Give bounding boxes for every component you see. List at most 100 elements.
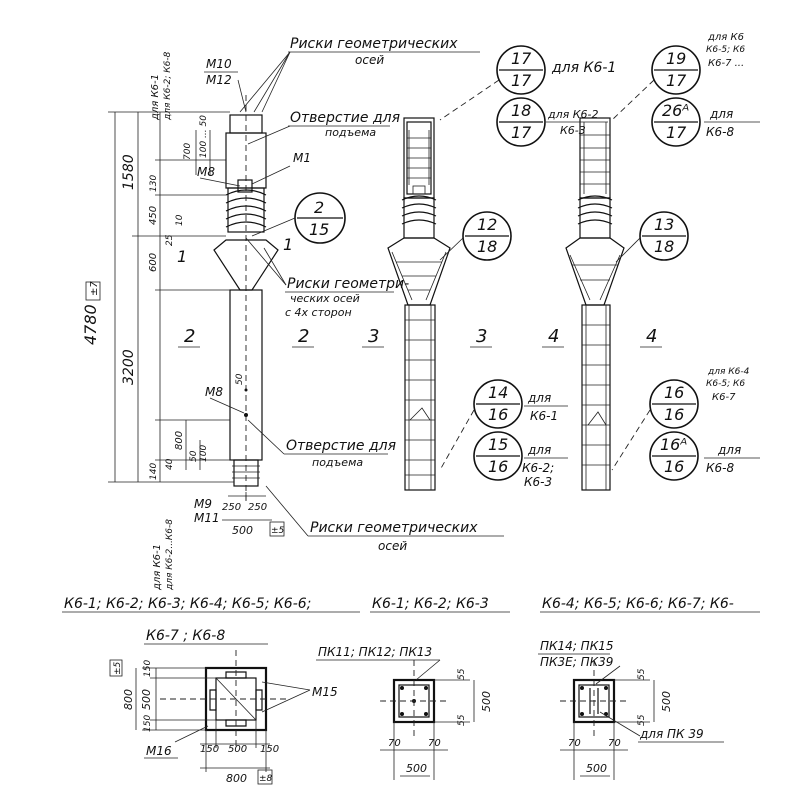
svg-text:19: 19 bbox=[666, 49, 686, 68]
callouts: Риски геометрических осей Отверстие для … bbox=[239, 36, 504, 553]
section3-labels: ПК14; ПК15 ПК3Е; ПК39 55 55 500 70 70 50… bbox=[538, 639, 724, 775]
label-b26a: для bbox=[709, 107, 733, 121]
svg-text:15: 15 bbox=[488, 435, 508, 454]
section-3-left: 3 bbox=[368, 326, 379, 347]
callout-risks-bottom-b: осей bbox=[378, 539, 407, 553]
callout-hole-mid-b: подъема bbox=[312, 456, 363, 469]
dim-250b: 250 bbox=[248, 502, 267, 513]
dim-4780-mark: ±7 bbox=[89, 281, 100, 296]
svg-text:17: 17 bbox=[666, 71, 687, 90]
sec1-150a: 150 bbox=[143, 660, 153, 677]
sec2-w500: 500 bbox=[406, 762, 427, 775]
dim-25: 25 bbox=[165, 234, 175, 246]
section-pk11-pk13 bbox=[380, 659, 475, 780]
bubble-19-17: 19 17 bbox=[611, 45, 701, 121]
sec3-70b: 70 bbox=[608, 738, 621, 749]
column3-reinforcement bbox=[565, 117, 625, 491]
sec2-500: 500 bbox=[480, 691, 493, 712]
svg-text:2: 2 bbox=[314, 198, 324, 217]
bubble-16-16: 16 16 bbox=[611, 379, 699, 471]
sec3-500: 500 bbox=[660, 691, 673, 712]
sec3-55a: 55 bbox=[637, 668, 647, 680]
dim-40: 40 bbox=[165, 458, 175, 470]
dim-100-low: 100 bbox=[199, 445, 209, 462]
dim-600: 600 bbox=[148, 253, 159, 272]
label-b16a: для К6-4 bbox=[707, 367, 750, 377]
sec3-55b: 55 bbox=[637, 714, 647, 726]
label-m1: М1 bbox=[293, 151, 311, 165]
sec1-w150a: 150 bbox=[200, 744, 219, 755]
dim-800: 800 bbox=[174, 431, 185, 450]
callout-risks-top-b: осей bbox=[355, 53, 384, 67]
dim-140: 140 bbox=[149, 463, 159, 480]
sec1-500: 500 bbox=[140, 689, 153, 710]
svg-text:16: 16 bbox=[488, 457, 508, 476]
label-b19a: для К6 bbox=[707, 32, 744, 43]
dim-10: 10 bbox=[175, 214, 185, 226]
svg-text:12: 12 bbox=[477, 215, 497, 234]
section-k67-k68 bbox=[135, 650, 311, 772]
dim-700: 700 bbox=[183, 143, 193, 160]
sec3-w500: 500 bbox=[586, 762, 607, 775]
header-mid: К6-1; К6-2; К6-3 bbox=[372, 596, 489, 612]
svg-text:16: 16 bbox=[488, 405, 508, 424]
sec2-55b: 55 bbox=[457, 714, 467, 726]
section-2-left: 2 bbox=[184, 326, 195, 347]
sub-left: К6-7 ; К6-8 bbox=[146, 628, 225, 644]
column1-dim-labels: 4780 ±7 1580 3200 700 100 ... 50 130 450… bbox=[81, 115, 285, 537]
callout-hole-top-b: подъема bbox=[325, 126, 376, 139]
sec1-mark: ±5 bbox=[113, 661, 123, 675]
label-b16c: К6-7 bbox=[712, 392, 736, 403]
bubble-12-18: 12 18 bbox=[439, 211, 512, 261]
bubble-16A-16: 16ᴬ 16 bbox=[649, 431, 699, 481]
sec3-for: для ПК 39 bbox=[639, 727, 704, 741]
label-for-k61-top: для К6-1 bbox=[150, 74, 161, 121]
label-b19c: К6-7 ... bbox=[708, 58, 744, 69]
label-b16Aa: для bbox=[717, 443, 741, 457]
section-mark-1a: 1 bbox=[177, 247, 187, 266]
column2-reinforcement bbox=[387, 117, 451, 491]
label-b19b: К6-5; К6 bbox=[706, 45, 745, 55]
section1-labels: ±5 800 500 150 150 М15 М16 150 500 150 8… bbox=[109, 660, 338, 785]
bubble-13-18: 13 18 bbox=[615, 211, 689, 263]
callout-risks-top: Риски геометрических bbox=[290, 36, 458, 52]
svg-text:18: 18 bbox=[477, 237, 497, 256]
section-2-right: 2 bbox=[298, 326, 309, 347]
sec3-title-a: ПК14; ПК15 bbox=[540, 639, 613, 653]
callout-risks-mid-b: ческих осей bbox=[290, 292, 360, 305]
label-for-k61-bottom: для К6-1 bbox=[152, 544, 163, 591]
callout-hole-top: Отверстие для bbox=[290, 110, 400, 126]
svg-text:16: 16 bbox=[664, 405, 684, 424]
section-mark-1b: 1 bbox=[283, 235, 293, 254]
svg-text:15: 15 bbox=[309, 220, 329, 239]
label-m10: M10 bbox=[206, 57, 232, 71]
bubble-2-15: 2 15 bbox=[251, 192, 346, 244]
label-m11: М11 bbox=[194, 511, 220, 525]
section-4-left: 4 bbox=[548, 326, 559, 347]
svg-text:17: 17 bbox=[666, 123, 687, 142]
dim-500-mark: ±5 bbox=[271, 526, 285, 536]
label-b15b: К6-2; bbox=[522, 461, 554, 475]
label-b14b: К6-1 bbox=[530, 409, 558, 423]
header-right: К6-4; К6-5; К6-6; К6-7; К6- bbox=[542, 596, 734, 612]
section-3-right: 3 bbox=[476, 326, 487, 347]
label-b18b: К6-3 bbox=[560, 124, 586, 137]
label-b16Ab: К6-8 bbox=[706, 461, 734, 475]
sec1-w800: 800 bbox=[226, 772, 247, 785]
column1-labels: M10 M12 для К6-1 для К6-2; К6-8 М8 М1 1 … bbox=[150, 51, 311, 591]
sec2-70b: 70 bbox=[428, 738, 441, 749]
svg-text:18: 18 bbox=[511, 101, 531, 120]
label-m8-top: М8 bbox=[197, 165, 215, 179]
label-for-others-top: для К6-2; К6-8 bbox=[163, 51, 173, 121]
dim-500: 500 bbox=[232, 524, 253, 537]
dim-100-50: 100 ... 50 bbox=[199, 115, 209, 158]
label-b26b: К6-8 bbox=[706, 125, 734, 139]
bottom-headers: К6-1; К6-2; К6-3; К6-4; К6-5; К6-6; К6-1… bbox=[62, 596, 760, 645]
svg-text:26ᴬ: 26ᴬ bbox=[662, 101, 689, 120]
sec3-title-b: ПК3Е; ПК39 bbox=[540, 655, 613, 669]
header-left: К6-1; К6-2; К6-3; К6-4; К6-5; К6-6; bbox=[64, 596, 311, 612]
dim-450: 450 bbox=[148, 206, 159, 225]
label-b18a: для К6-2 bbox=[547, 108, 599, 121]
label-m8-mid: М8 bbox=[205, 385, 223, 399]
bubble-15-16: 15 16 bbox=[473, 431, 523, 481]
